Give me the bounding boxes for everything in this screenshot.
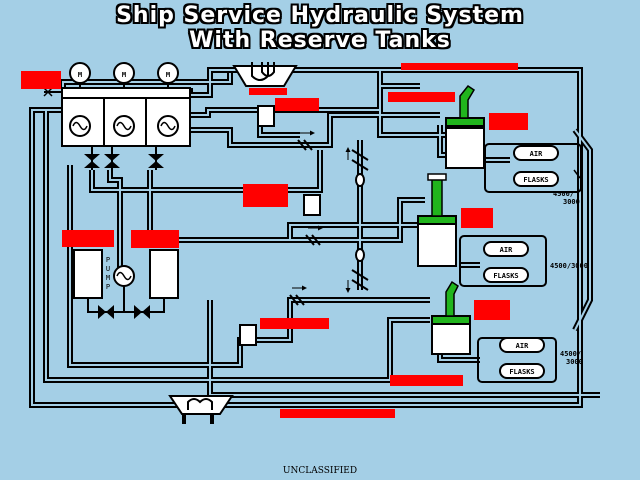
redaction-box [388,92,455,102]
actuator-top [445,84,485,169]
redaction-box [275,98,319,111]
redaction-box [62,230,114,247]
redaction-box [401,63,518,70]
air-label-top: AIR [530,150,543,158]
pump-letter-4: P [106,283,110,291]
reserve-tank-right [149,249,179,299]
redaction-box [461,208,493,228]
redaction-box [280,409,395,418]
motor-2: M [113,62,135,88]
air-label-middle: AIR [500,246,513,254]
flasks-label-middle: FLASKS [493,272,518,280]
pressure-bottom-1: 4500/ [560,350,581,358]
flasks-label-bottom: FLASKS [509,368,534,376]
diagram-title: Ship Service Hydraulic System [116,3,524,28]
reserve-pump: P U M P [106,256,135,291]
pressure-top-2: 3000 [563,198,580,206]
redaction-box [489,113,528,130]
air-flask-bottom: AIR FLASKS 4500/ 3000 [477,337,583,383]
redaction-box [260,318,329,329]
filter-bottom [239,324,257,346]
flasks-label-top: FLASKS [523,176,548,184]
pump-letter-1: P [106,256,110,264]
reserve-valve-icon [98,305,150,319]
motor-3-label: M [166,71,170,79]
pump-2-icon [113,115,135,137]
filter-middle [303,194,321,216]
flow-column [345,147,369,293]
air-flask-top: AIR FLASKS 4500/ 3000 [484,143,582,206]
pump-1-icon [69,115,91,137]
actuator-middle [417,173,457,267]
motor-3: M [157,62,179,88]
redaction-box [390,375,463,386]
pressure-middle: 4500/3000 [550,262,588,270]
pressure-bottom-2: 3000 [566,358,583,366]
air-label-bottom: AIR [516,342,529,350]
motor-2-label: M [122,71,126,79]
redaction-box [131,230,179,248]
check-valve-icon [289,130,323,306]
motor-1: M [69,62,91,88]
redaction-box [243,184,288,207]
motor-1-label: M [78,71,82,79]
actuator-bottom [431,280,471,355]
valve-icon [84,154,164,168]
redaction-box [21,71,61,89]
redaction-box [474,300,510,320]
reserve-tank-left [73,249,103,299]
redaction-box [249,88,287,95]
top-reservoir [232,62,298,87]
filter-top [257,105,275,127]
redaction-boxes [21,63,528,418]
pump-3-icon [157,115,179,137]
pump-letter-3: M [106,274,110,282]
bottom-reservoir [168,395,234,424]
diagram-subtitle: With Reserve Tanks [189,28,451,53]
pump-letter-2: U [106,265,110,273]
pressure-top-1: 4500/ [553,190,574,198]
classification-footer: UNCLASSIFIED [282,466,358,476]
air-flask-middle: AIR FLASKS 4500/3000 [459,235,588,287]
